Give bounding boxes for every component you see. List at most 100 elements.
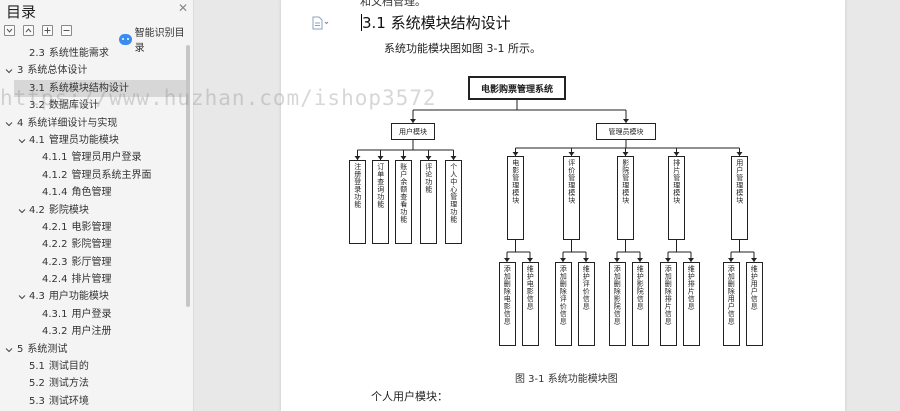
toc-item-number: 4.3.2: [42, 326, 68, 338]
diagram-arrowhead: [400, 156, 407, 160]
toc-item-label: 用户登录: [71, 308, 112, 320]
diagram-arrowhead: [583, 258, 589, 262]
figure-caption: 图 3-1 系统功能模块图: [515, 374, 618, 385]
diagram-user-function-box-label: 订单查询功能: [376, 163, 385, 208]
diagram-arrowhead: [504, 258, 510, 262]
toc-item-number: 5.1: [29, 361, 45, 373]
diagram-admin-submodule-box: 影院管理模块: [617, 156, 634, 240]
toc-item-label: 影院模块: [48, 204, 89, 216]
diagram-user-function-box-label: 注册登录功能: [353, 163, 362, 208]
toc-item-label: 管理员功能模块: [48, 134, 119, 146]
toc-scrollbar[interactable]: [186, 45, 190, 307]
diagram-arrowhead: [614, 258, 620, 262]
diagram-user-module-box-label: 用户模块: [399, 127, 427, 136]
diagram-leaf-function-box-label: 维护排片信息: [687, 265, 696, 310]
diagram-connectors: [354, 100, 757, 262]
chevron-down-icon[interactable]: [5, 67, 13, 75]
diagram-user-function-box: 评论功能: [420, 160, 437, 244]
diagram-user-function-box-label: 评论功能: [424, 163, 433, 193]
toc-item-label: 角色管理: [71, 187, 112, 199]
chevron-down-icon[interactable]: [18, 207, 26, 215]
chevron-down-icon[interactable]: [5, 346, 13, 354]
toc-item-label: 系统测试: [27, 343, 68, 355]
diagram-arrowhead: [637, 258, 643, 262]
toc-item-number: 4.2.3: [42, 256, 68, 268]
section-heading[interactable]: 3.1 系统模块结构设计: [362, 14, 511, 32]
toc-item-label: 影厅管理: [71, 256, 112, 268]
diagram-admin-module-box: 管理员模块: [596, 123, 656, 140]
toc-item-label: 数据库设计: [48, 100, 99, 112]
diagram-arrowhead: [751, 258, 757, 262]
toc-item-label: 系统模块结构设计: [48, 82, 129, 94]
toc-item-label: 系统总体设计: [27, 65, 88, 77]
expand-all-icon[interactable]: [4, 25, 15, 36]
diagram-user-function-box: 订单查询功能: [372, 160, 389, 244]
collapse-all-icon[interactable]: [23, 25, 34, 36]
diagram-admin-module-box-label: 管理员模块: [608, 127, 644, 136]
add-heading-icon[interactable]: [42, 25, 53, 36]
diagram-admin-submodule-box-label: 排片管理模块: [672, 159, 681, 204]
diagram-leaf-function-box: 添加删除影院信息: [608, 262, 626, 346]
diagram-arrowhead: [568, 152, 575, 156]
diagram-admin-submodule-box: 电影管理模块: [507, 156, 524, 240]
diagram-admin-submodule-box: 用户管理模块: [731, 156, 748, 240]
chevron-down-icon[interactable]: [18, 137, 26, 145]
diagram-leaf-function-box: 维护影院信息: [631, 262, 649, 346]
toc-item-number: 4.1: [29, 134, 45, 146]
toc-item-number: 4.1.4: [42, 187, 68, 199]
chevron-down-icon[interactable]: [5, 120, 13, 128]
diagram-leaf-function-box: 维护排片信息: [682, 262, 700, 346]
diagram-leaf-function-box: 维护用户信息: [745, 262, 763, 346]
robot-icon: [119, 33, 132, 45]
diagram-leaf-function-box: 维护电影信息: [521, 262, 539, 346]
toc-item-number: 4.1.1: [42, 152, 68, 164]
diagram-leaf-function-box: 添加删除排片信息: [659, 262, 677, 346]
close-icon[interactable]: ✕: [177, 1, 189, 15]
diagram-arrowhead: [450, 156, 457, 160]
remove-heading-icon[interactable]: [61, 25, 72, 36]
diagram-user-function-box: 注册登录功能: [349, 160, 366, 244]
diagram-leaf-function-box-label: 添加删除影院信息: [613, 265, 622, 325]
intro-paragraph[interactable]: 系统功能模块图如图 3-1 所示。: [384, 42, 541, 55]
chevron-down-icon[interactable]: [18, 293, 26, 301]
diagram-leaf-function-box-label: 维护用户信息: [750, 265, 759, 310]
diagram-leaf-function-box: 添加删除电影信息: [498, 262, 516, 346]
diagram-arrowhead: [736, 152, 743, 156]
toc-item-label: 测试目的: [48, 361, 89, 373]
toc-item-number: 2.3: [29, 48, 45, 59]
diagram-arrowhead: [425, 156, 432, 160]
paragraph-heading[interactable]: 个人用户模块：: [371, 390, 448, 403]
diagram-arrowhead: [354, 156, 361, 160]
diagram-user-module-box: 用户模块: [391, 123, 435, 140]
toc-item-number: 5.3: [29, 395, 45, 407]
toc-item-number: 3: [17, 65, 24, 77]
diagram-admin-submodule-box-label: 影院管理模块: [621, 159, 630, 204]
toc-item-label: 系统性能需求: [48, 48, 109, 59]
smart-recognize-toc-button[interactable]: 智能识别目录: [119, 24, 193, 54]
diagram-user-function-box-label: 个人中心管理功能: [449, 163, 458, 223]
paragraph-menu-icon[interactable]: [311, 15, 331, 30]
toc-item-number: 4.2.2: [42, 239, 68, 251]
